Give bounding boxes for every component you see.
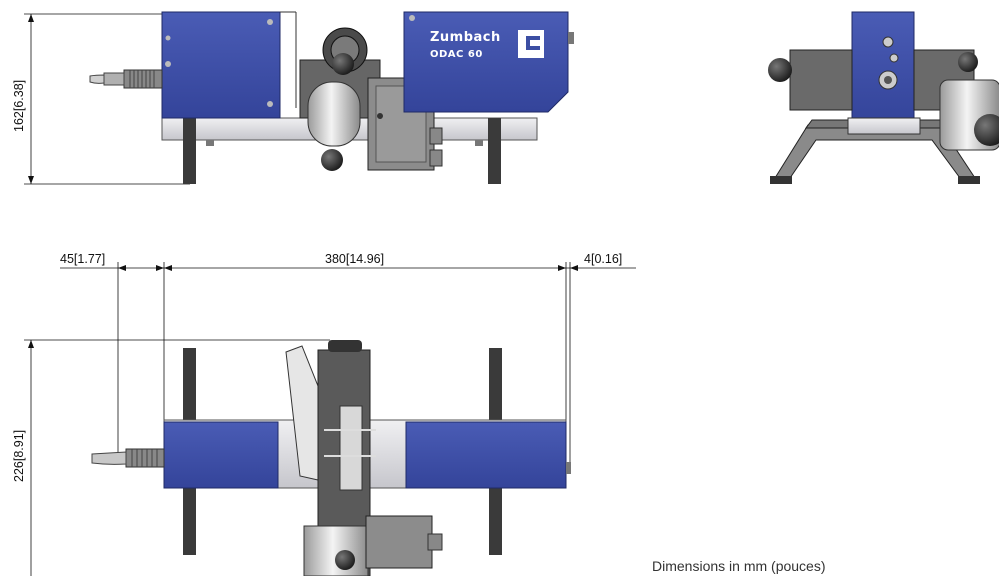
- screw-icon: [165, 35, 171, 41]
- top-housing-left: [163, 421, 279, 489]
- top-electronics-box: [365, 515, 433, 569]
- left-offset-label: 45[1.77]: [60, 252, 105, 266]
- side-view: 162[6.38]: [12, 11, 574, 185]
- dimensions-caption: Dimensions in mm (pouces): [652, 558, 826, 574]
- body-length-label: 380[14.96]: [325, 252, 384, 266]
- knob-icon: [958, 52, 978, 72]
- zumbach-logo: [518, 30, 544, 58]
- knob-icon: [332, 53, 354, 75]
- knob-icon: [768, 58, 792, 82]
- housing-right: [403, 11, 569, 113]
- housing-left: [161, 11, 281, 119]
- foot-right: [488, 118, 501, 184]
- right-offset-label: 4[0.16]: [584, 252, 622, 266]
- knob-icon: [321, 149, 343, 171]
- screw-icon: [267, 101, 273, 107]
- brand-name: Zumbach: [430, 30, 501, 45]
- screw-icon: [267, 19, 273, 25]
- cable: [103, 72, 125, 86]
- front-housing: [851, 11, 915, 123]
- measuring-cylinder: [307, 81, 361, 147]
- top-housing-right: [405, 421, 567, 489]
- side-height-label: 162[6.38]: [12, 80, 26, 132]
- screw-icon: [165, 61, 171, 67]
- model-name: ODAC 60: [430, 49, 483, 60]
- foot-left: [183, 118, 196, 184]
- top-view: 45[1.77] 380[14.96] 4[0.16] 226[8.91]: [12, 252, 636, 576]
- front-view: [768, 11, 999, 184]
- screw-icon: [409, 15, 415, 21]
- top-height-label: 226[8.91]: [12, 430, 26, 482]
